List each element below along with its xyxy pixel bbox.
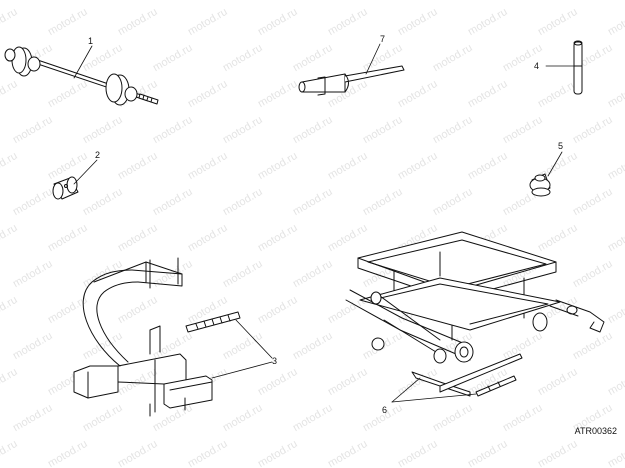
callout-1: 1 xyxy=(88,36,93,46)
callout-6: 6 xyxy=(382,405,387,415)
tool-1-bearing-puller xyxy=(4,46,159,106)
callout-4: 4 xyxy=(534,61,539,71)
figure-code: ATR00362 xyxy=(574,426,617,436)
callout-7: 7 xyxy=(380,34,385,44)
callout-2: 2 xyxy=(95,150,100,160)
tool-5-cap xyxy=(529,173,551,197)
tool-3-support-stand xyxy=(73,257,241,417)
callout-labels: 1 2 3 4 5 6 7 xyxy=(88,34,563,415)
leader-lines xyxy=(73,43,575,403)
tool-2-bush xyxy=(52,176,79,200)
callout-3: 3 xyxy=(272,356,277,366)
tool-4-pin xyxy=(573,40,583,95)
tool-6-lifting-jack xyxy=(345,231,605,397)
callout-5: 5 xyxy=(558,141,563,151)
tool-7-drift xyxy=(298,65,405,96)
